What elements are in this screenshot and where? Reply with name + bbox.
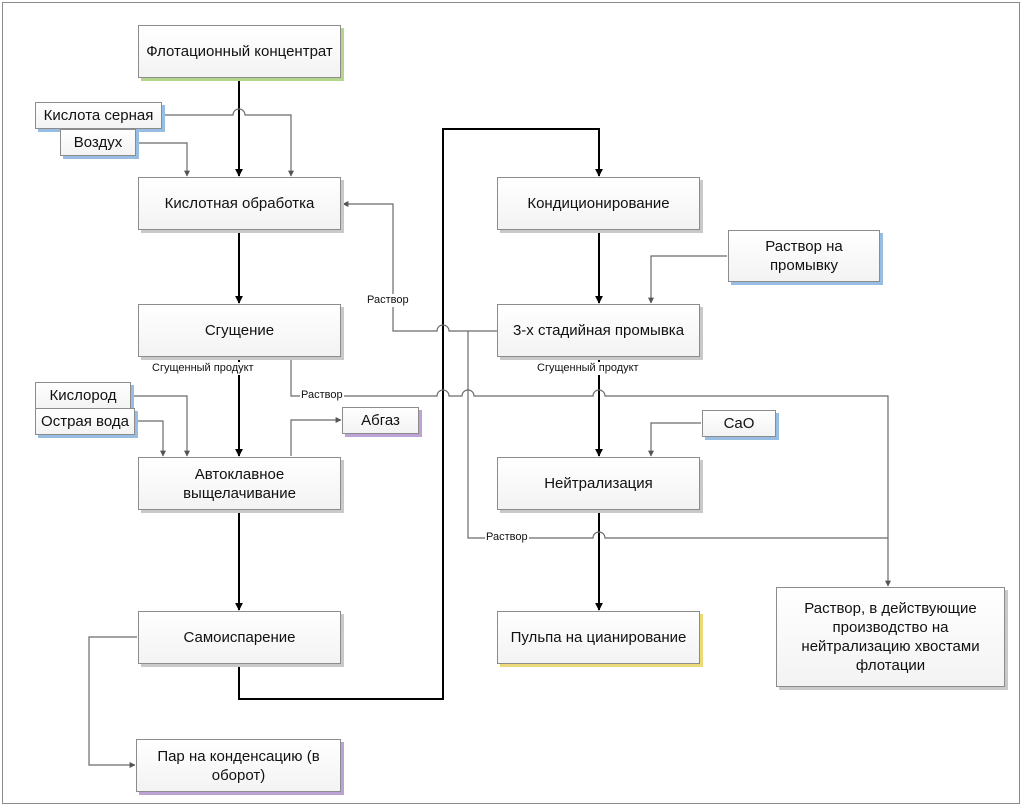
edge-oxygen-to-autoclave xyxy=(131,395,190,457)
node-label: Кислотная обработка xyxy=(164,195,315,212)
node-steam-to-condensation: Пар на конденсацию (в оборот) xyxy=(136,739,341,792)
node-autoclave-leaching: Автоклавное выщелачивание xyxy=(138,457,341,510)
node-cao: CaO xyxy=(702,410,776,437)
node-conditioning: Кондиционирование xyxy=(497,177,700,230)
node-label: Пар на конденсацию (в оборот) xyxy=(157,747,320,784)
node-label: CaO xyxy=(723,415,755,432)
node-hot-water: Острая вода xyxy=(35,408,135,435)
edge-hot-water-to-autoclave xyxy=(135,420,166,457)
node-label: Кислород xyxy=(49,387,117,404)
node-label: Абгаз xyxy=(361,412,400,429)
edge-washing-solution-to-existing-production xyxy=(467,331,888,539)
node-label: Воздух xyxy=(73,134,123,151)
node-flotation-concentrate: Флотационный концентрат xyxy=(138,25,341,78)
node-self-evaporation: Самоиспарение xyxy=(138,611,341,664)
node-solution-to-existing-production: Раствор, в действующие производство на н… xyxy=(776,587,1005,687)
node-label: Сгущение xyxy=(204,322,275,339)
node-offgas: Абгаз xyxy=(342,407,419,434)
node-acid-treatment: Кислотная обработка xyxy=(138,177,341,230)
node-label: Кислота серная xyxy=(43,107,154,124)
node-label: Автоклавное выщелачивание xyxy=(183,465,296,502)
node-air: Воздух xyxy=(60,129,136,156)
edge-solution-return-to-acid-treatment xyxy=(342,201,497,332)
edge-sulfuric-acid-to-acid-treatment xyxy=(162,108,294,177)
node-label: Кондиционирование xyxy=(527,195,670,212)
node-thickening: Сгущение xyxy=(138,304,341,357)
node-label: Флотационный концентрат xyxy=(146,43,333,60)
node-label: 3-х стадийная промывка xyxy=(512,322,685,339)
edge-label-solution-return: Раствор xyxy=(366,294,410,307)
node-label: Раствор на промывку xyxy=(765,238,843,274)
node-label: Раствор, в действующие производство на н… xyxy=(801,600,980,674)
edge-label-solution-from-washing: Раствор xyxy=(485,531,529,544)
node-neutralization: Нейтрализация xyxy=(497,457,700,510)
edge-self-evaporation-to-steam xyxy=(88,636,137,768)
node-oxygen: Кислород xyxy=(35,382,131,409)
edge-autoclave-to-offgas xyxy=(290,417,342,456)
edge-label-thickened-product-1: Сгущенный продукт xyxy=(151,362,255,375)
edge-air-to-acid-treatment xyxy=(136,142,190,177)
edge-label-solution-from-thickening: Раствор xyxy=(300,389,344,402)
node-label: Нейтрализация xyxy=(544,475,653,492)
node-label: Острая вода xyxy=(41,413,129,430)
node-wash-solution: Раствор на промывку xyxy=(728,230,880,282)
node-label: Пульпа на цианирование xyxy=(510,629,687,646)
edge-cao-to-neutralization xyxy=(648,422,701,457)
edge-label-thickened-product-2: Сгущенный продукт xyxy=(536,362,640,375)
edge-wash-solution-to-washing xyxy=(648,255,727,304)
node-pulp-to-cyanidation: Пульпа на цианирование xyxy=(497,611,700,664)
node-sulfuric-acid: Кислота серная xyxy=(35,102,162,129)
node-three-stage-washing: 3-х стадийная промывка xyxy=(497,304,700,357)
node-label: Самоиспарение xyxy=(183,629,296,646)
edge-self-evaporation-to-conditioning xyxy=(238,128,603,700)
